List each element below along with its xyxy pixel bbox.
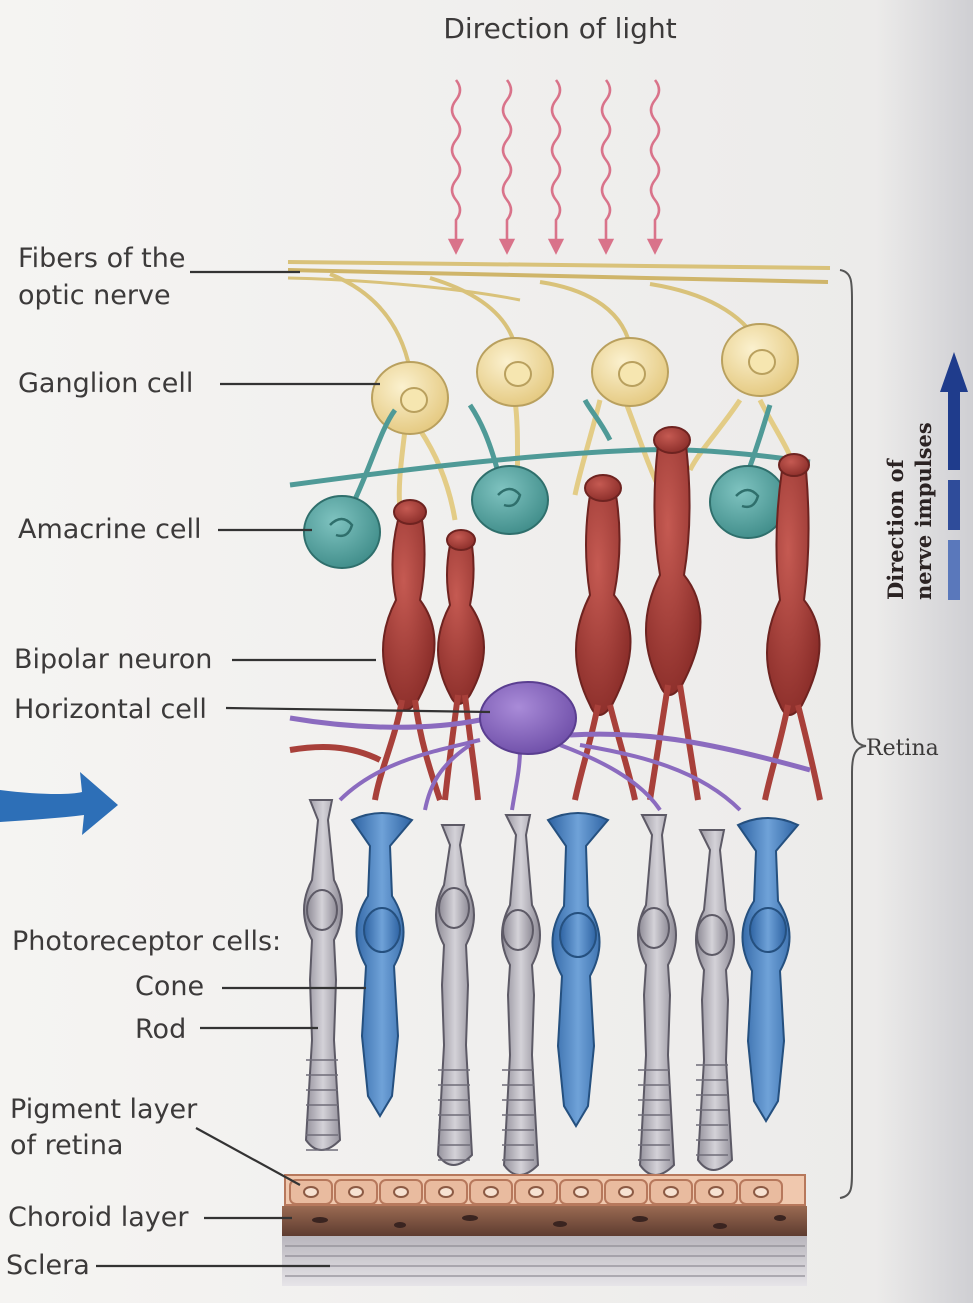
label-bipolar: Bipolar neuron: [14, 644, 212, 675]
label-choroid: Choroid layer: [8, 1202, 189, 1233]
label-ganglion: Ganglion cell: [18, 368, 193, 399]
label-fibers-line2: optic nerve: [18, 280, 171, 311]
pigment-layer: [285, 1175, 805, 1205]
retina-label: Retina: [866, 736, 939, 761]
label-pigment-line2: of retina: [10, 1130, 123, 1161]
label-amacrine: Amacrine cell: [18, 514, 202, 545]
label-photoreceptors: Photoreceptor cells:: [12, 926, 281, 957]
nerve-impulse-label-line2: nerve impulses: [911, 422, 936, 600]
label-cone: Cone: [135, 971, 204, 1002]
amacrine-cell: [304, 496, 380, 568]
label-sclera: Sclera: [6, 1250, 90, 1281]
label-rod: Rod: [135, 1014, 186, 1045]
amacrine-cell: [472, 466, 548, 534]
choroid-layer: [282, 1206, 807, 1236]
nerve-impulse-label-line1: Direction of: [883, 457, 908, 600]
amacrine-cell: [710, 466, 786, 538]
label-fibers-line1: Fibers of the: [18, 243, 185, 274]
label-pigment-line1: Pigment layer: [10, 1094, 198, 1125]
light-direction-label: Direction of light: [443, 12, 676, 45]
sclera-layer: [282, 1236, 807, 1286]
label-horizontal: Horizontal cell: [14, 694, 207, 725]
